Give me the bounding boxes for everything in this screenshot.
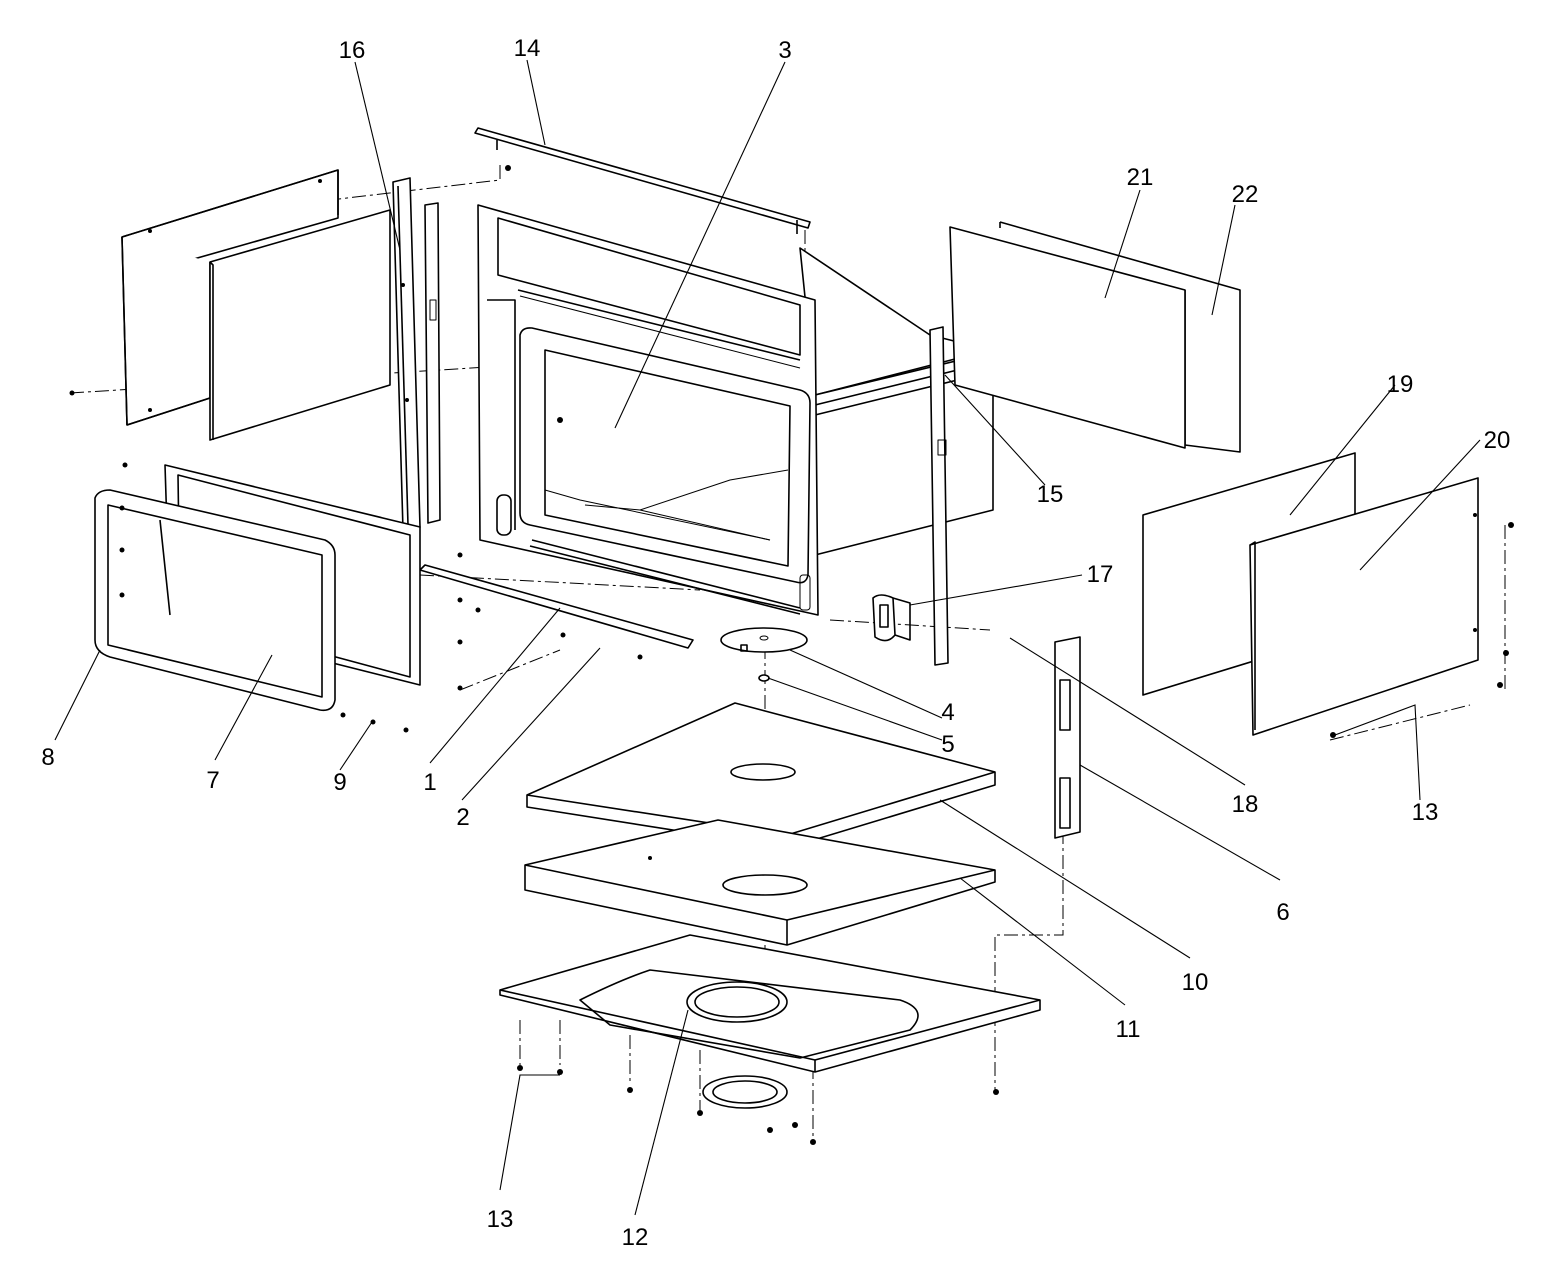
door-assembly: [69, 390, 463, 733]
turntable-plate: [720, 627, 808, 653]
callout-6: 6: [1276, 899, 1289, 926]
callout-18: 18: [1232, 791, 1259, 818]
top-strip: [474, 127, 811, 234]
callout-7: 7: [206, 767, 219, 794]
front-left-post: [392, 177, 441, 531]
callout-1: 1: [423, 769, 436, 796]
coupler: [758, 674, 770, 682]
callout-leader-lines: [54, 59, 1481, 1216]
left-insulation-panel: [209, 209, 391, 441]
callout-17: 17: [1087, 561, 1114, 588]
callout-11: 11: [1116, 1016, 1141, 1043]
callout-16: 16: [339, 37, 366, 64]
callout-3: 3: [778, 37, 791, 64]
callout-13-bottom: 13: [487, 1206, 514, 1233]
right-panels: [949, 221, 1241, 453]
callout-21: 21: [1127, 164, 1154, 191]
callout-19: 19: [1387, 371, 1414, 398]
callout-14: 14: [514, 35, 541, 62]
callout-9: 9: [333, 769, 346, 796]
callout-22: 22: [1232, 181, 1259, 208]
base-plate: [499, 934, 1041, 1145]
shelf-plate: [526, 702, 996, 849]
callout-2: 2: [456, 804, 469, 831]
callout-12: 12: [622, 1224, 649, 1251]
left-outer-panel: [121, 169, 339, 426]
callout-10: 10: [1182, 969, 1209, 996]
bottom-front-strip: [419, 564, 694, 660]
callout-labels: 1 2 3 4 5 6 7 8 9 10 11 12 13 13 14 15 1…: [41, 35, 1510, 1251]
callout-4: 4: [941, 699, 954, 726]
rear-right-post: [1054, 636, 1081, 839]
callout-15: 15: [1037, 481, 1064, 508]
callout-20: 20: [1484, 427, 1511, 454]
callout-8: 8: [41, 744, 54, 771]
hinge-bracket: [872, 594, 911, 642]
main-cavity: [477, 204, 994, 616]
callout-5: 5: [941, 731, 954, 758]
lower-tray: [524, 819, 996, 946]
right-front-panels: [1142, 452, 1514, 738]
callout-13-right: 13: [1412, 799, 1439, 826]
